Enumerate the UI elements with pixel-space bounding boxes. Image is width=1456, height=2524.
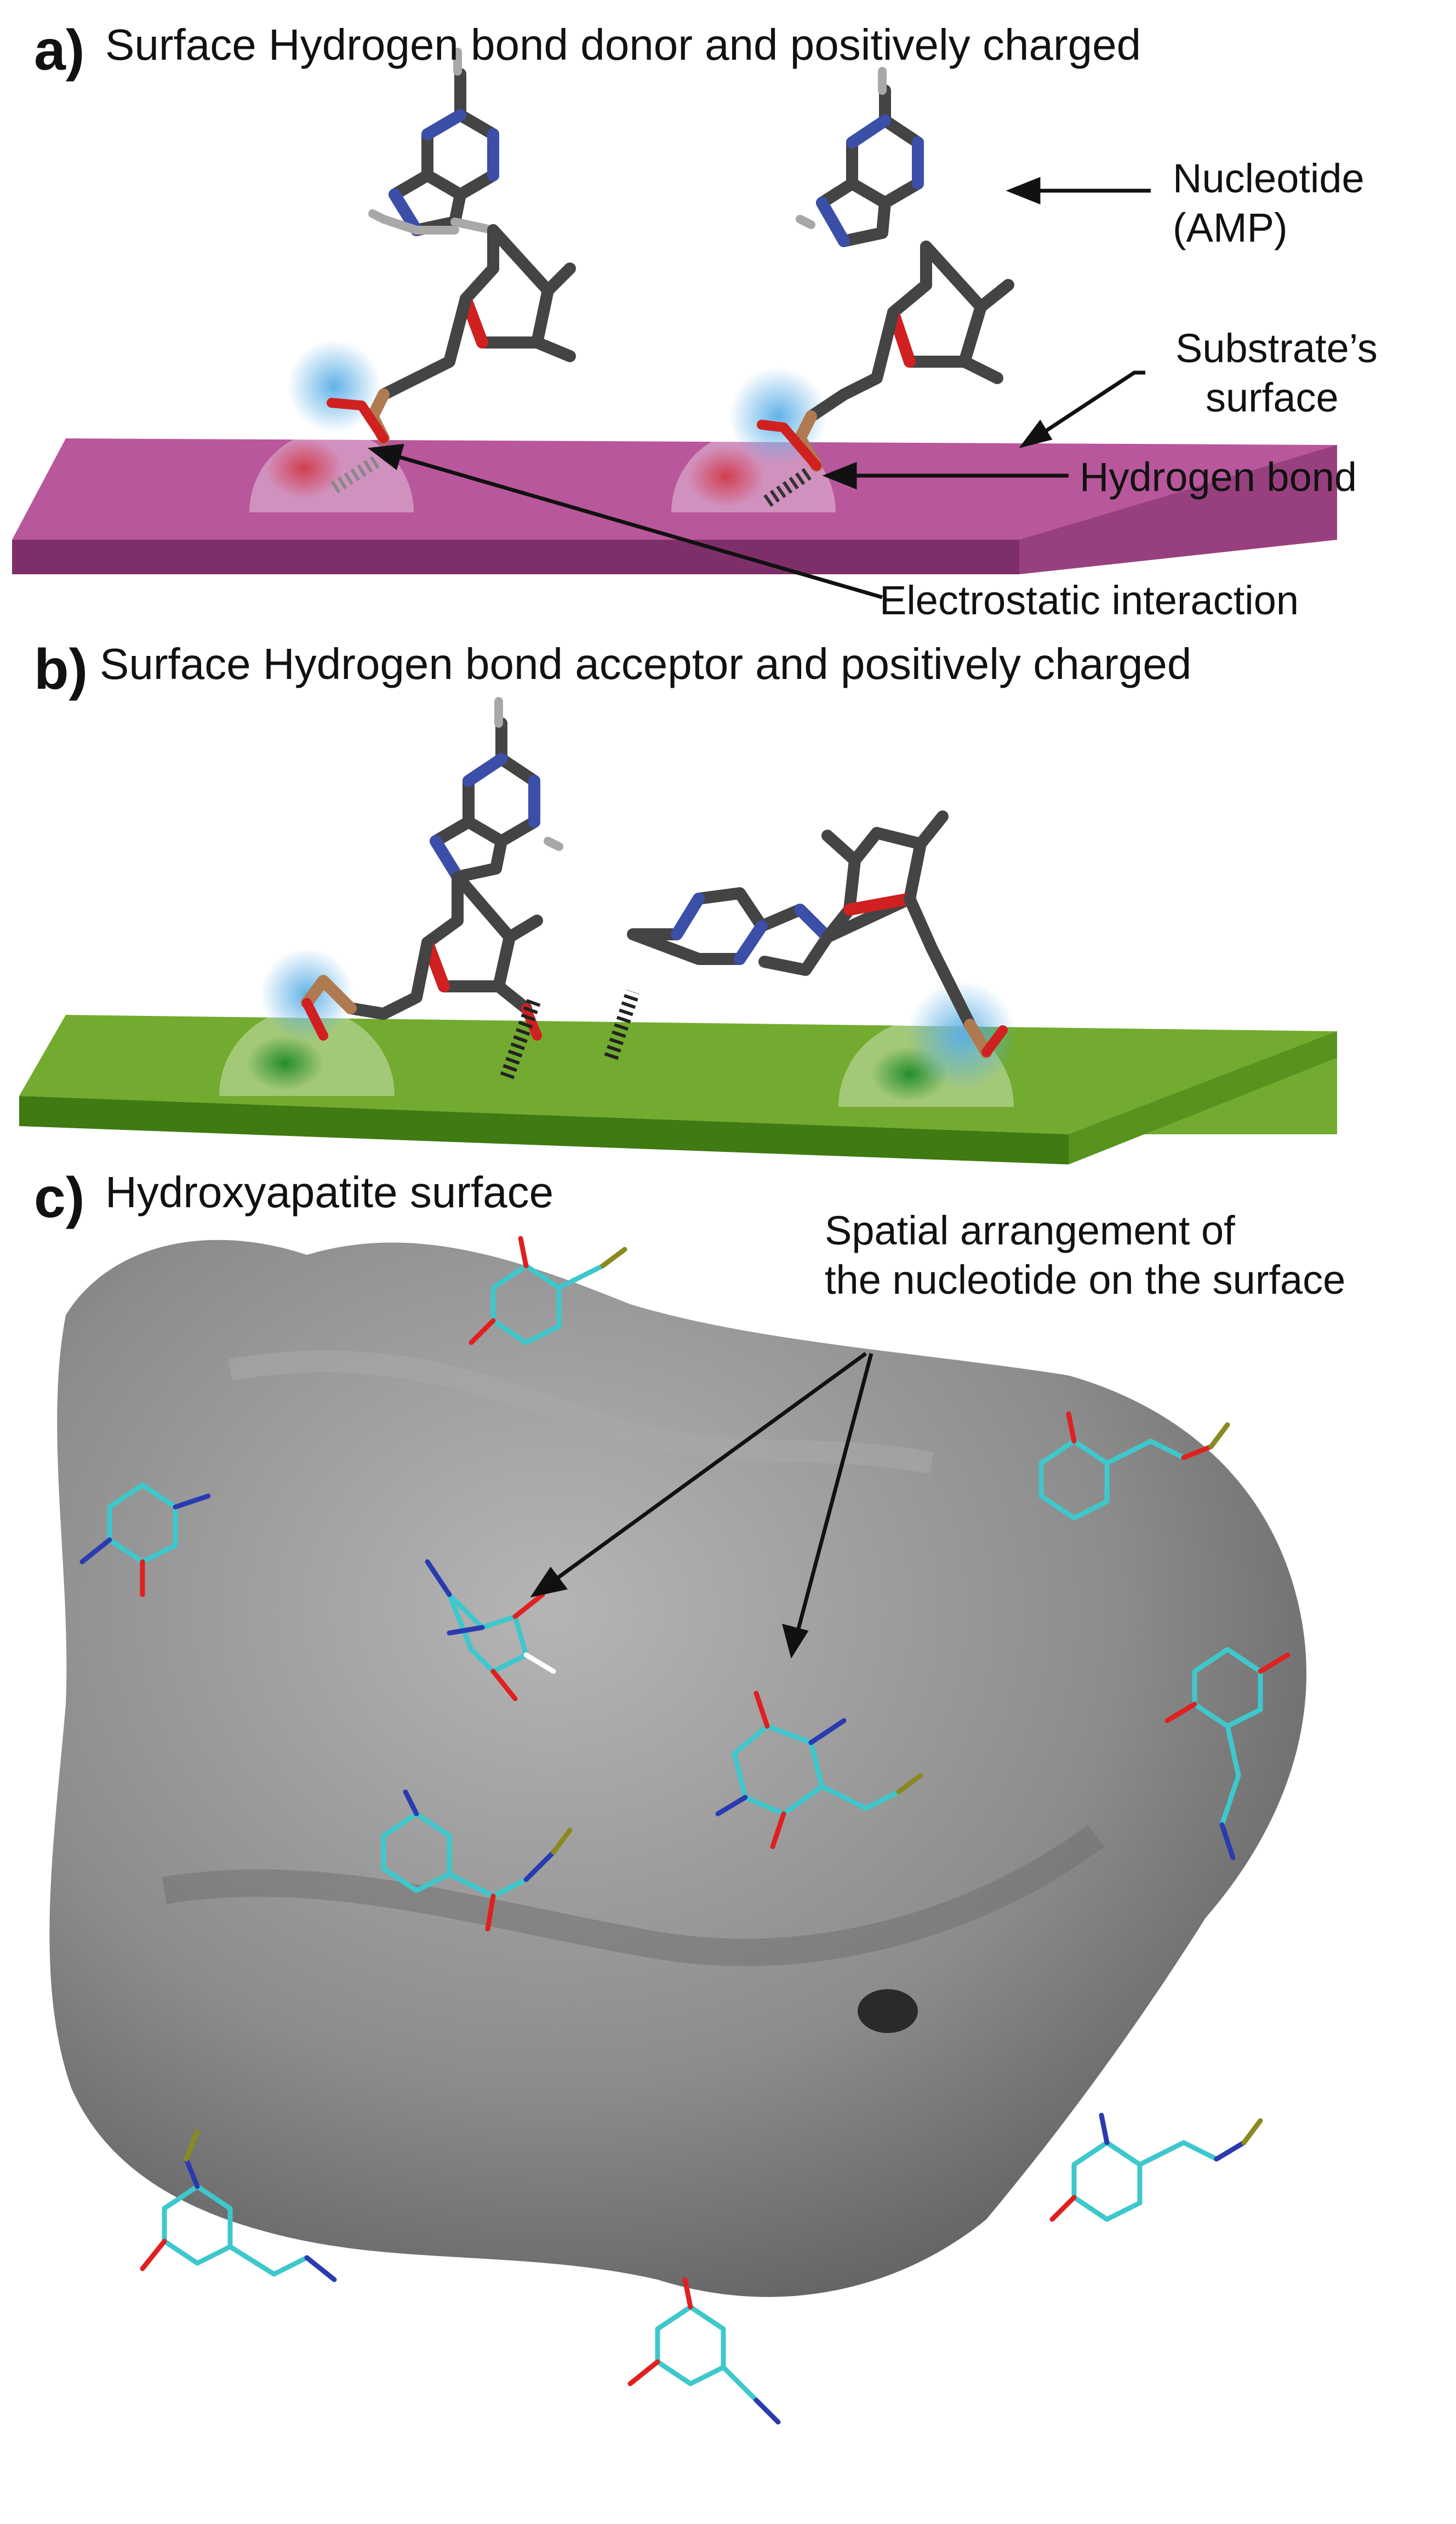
nucleotide-cluster-2 [715, 1691, 923, 1849]
hydrogen-bond-dashes-1 [500, 997, 541, 1080]
panel-b: b) Surface Hydrogen bond acceptor and po… [0, 641, 1456, 1178]
substrate-surface-side [1069, 1031, 1337, 1164]
panel-c-title: Hydroxyapatite surface [105, 1168, 554, 1217]
hydrogen-bond-dashes-2 [763, 466, 815, 507]
amp-molecule-a2 [757, 67, 1014, 472]
panel-c-graphic [49, 1236, 1307, 2425]
amp-molecule-a1 [327, 48, 576, 444]
substrate-surface-front [19, 1096, 1069, 1164]
label-electrostatic-interaction: Electrostatic interaction [880, 578, 1299, 623]
panel-b-graphic [19, 697, 1337, 1164]
hydrogen-bond-dashes-1 [330, 454, 382, 494]
nucleotide-cluster-6 [140, 2129, 337, 2282]
annotation-line2: the nucleotide on the surface [825, 1257, 1346, 1303]
panel-a-letter: a) [34, 19, 85, 82]
charge-glow-left-green [247, 1036, 323, 1090]
negative-charge-glow-2 [688, 447, 764, 507]
nucleotide-cluster-3 [381, 1789, 573, 1932]
label-nucleotide-line1: Nucleotide [1173, 156, 1364, 201]
panel-b-letter: b) [34, 638, 88, 701]
nucleotide-cluster-4 [79, 1482, 211, 1597]
negative-charge-glow-1 [266, 438, 342, 499]
nucleotide-cluster-1 [425, 1559, 556, 1701]
nucleotide-sticks [79, 1236, 1291, 2425]
annotation-line1: Spatial arrangement of [825, 1208, 1235, 1253]
nucleotide-cluster-7 [1049, 2112, 1263, 2222]
label-surface-line1: Substrate’s [1175, 326, 1378, 371]
substrate-surface-top [12, 438, 1337, 540]
annotation-arrows-a [367, 176, 1151, 599]
label-hydrogen-bond: Hydrogen bond [1080, 454, 1357, 500]
nucleotide-cluster-5 [1164, 1647, 1291, 1860]
label-surface-line2: surface [1206, 375, 1339, 420]
panel-a-graphic [12, 48, 1337, 599]
nucleotide-cluster-10 [469, 1236, 627, 1345]
nucleotide-cluster-8 [627, 2277, 781, 2425]
panel-c-letter: c) [34, 1166, 85, 1230]
panel-b-title: Surface Hydrogen bond acceptor and posit… [100, 639, 1192, 688]
charge-glow-right-blue [907, 981, 1017, 1090]
amp-molecule-b1 [301, 697, 563, 1041]
nucleotide-cluster-9 [1038, 1411, 1230, 1521]
hydroxyapatite-surface-blob [49, 1240, 1307, 2297]
panel-c: c) Hydroxyapatite surface Spatial arrang… [0, 1169, 1456, 2524]
annotation-arrows-c [530, 1352, 873, 1659]
panel-a-title: Surface Hydrogen bond donor and positive… [105, 20, 1141, 69]
substrate-surface-side [1019, 445, 1337, 574]
panel-a: a) Surface Hydrogen bond donor and posit… [0, 0, 1456, 652]
label-nucleotide-line2: (AMP) [1173, 205, 1288, 250]
amp-molecule-b2 [627, 810, 1008, 1058]
substrate-surface-front [12, 540, 1019, 574]
